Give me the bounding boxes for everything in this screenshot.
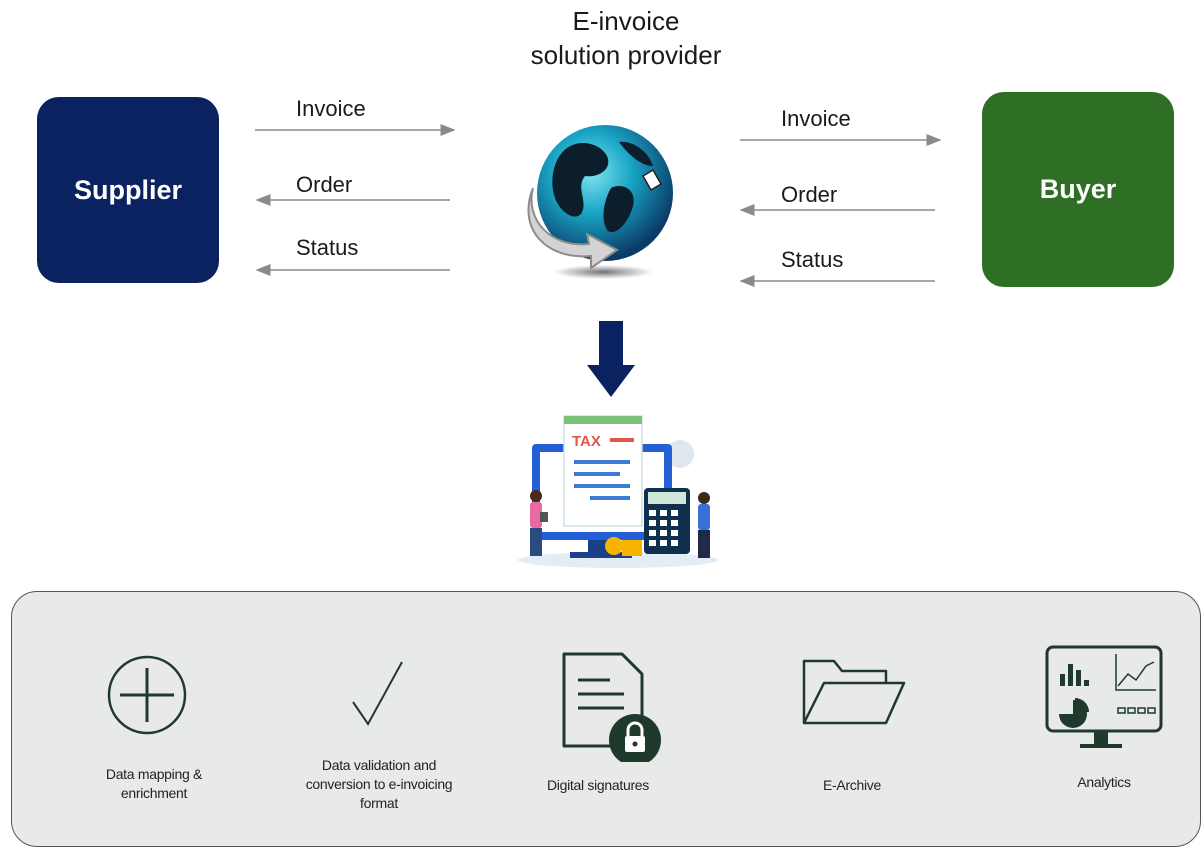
features-panel: [11, 591, 1201, 847]
right-invoice-label: Invoice: [781, 106, 851, 131]
down-arrow: [587, 321, 635, 397]
feature-label-analytics: Analytics: [1077, 774, 1131, 790]
left-status-label: Status: [296, 235, 359, 260]
plus-circle-icon: [107, 655, 187, 735]
left-order-label: Order: [296, 172, 353, 197]
supplier-box: Supplier: [37, 97, 219, 283]
right-status-label: Status: [781, 247, 844, 272]
title-line-1: E-invoice: [572, 6, 680, 36]
tax-text: TAX: [572, 433, 601, 450]
left-invoice-label: Invoice: [296, 96, 366, 121]
diagram-title: E-invoice solution provider: [476, 4, 776, 72]
title-line-2: solution provider: [530, 40, 722, 70]
tax-illustration: TAX: [518, 415, 718, 568]
signed-document-icon: [562, 652, 661, 762]
supplier-label: Supplier: [73, 174, 182, 205]
buyer-box: Buyer: [982, 92, 1174, 287]
globe-icon: [527, 125, 673, 279]
right-order-label: Order: [781, 182, 838, 207]
folder-icon: [802, 659, 906, 725]
buyer-label: Buyer: [1039, 174, 1117, 204]
feature-label-data-validation: Data validation and conversion to e-invo…: [305, 757, 453, 811]
feature-label-data-mapping: Data mapping & enrichment: [105, 766, 203, 801]
feature-label-e-archive: E-Archive: [823, 777, 881, 793]
feature-label-digital-signatures: Digital signatures: [547, 777, 649, 793]
analytics-monitor-icon: [1045, 645, 1163, 748]
checkmark-icon: [352, 661, 403, 726]
